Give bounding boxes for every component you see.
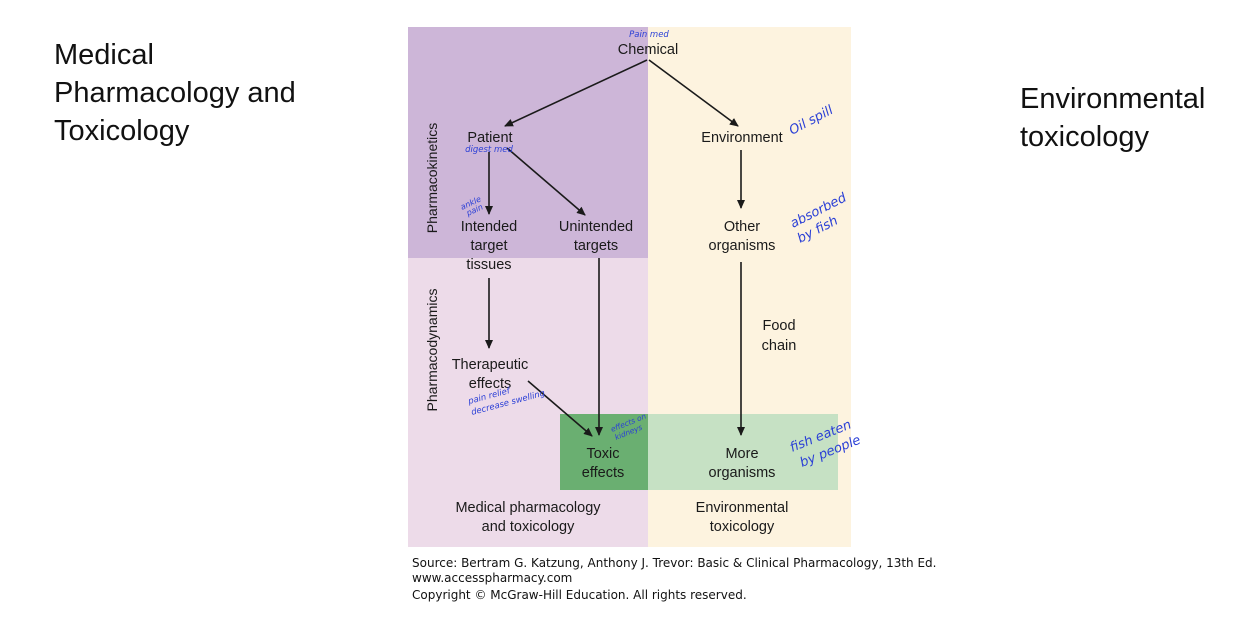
pharmacodynamics-region (408, 258, 648, 547)
right-title-line: Environmental (1020, 83, 1206, 115)
arrow-therapeutic-toxic (527, 380, 593, 437)
source-url: www.accesspharmacy.com (412, 571, 573, 585)
annotation-pain-med: Pain med (629, 30, 669, 40)
environmental-footer-label: Environmental (696, 500, 789, 516)
medical-footer-label: and toxicology (482, 519, 575, 535)
unintended-targets-node: Unintended (559, 219, 633, 235)
environment-node: Environment (701, 130, 782, 146)
intended-target-node: tissues (466, 257, 511, 273)
left-title: Medical Pharmacology and Toxicology (54, 36, 374, 150)
toxic-effects-node: effects (582, 465, 624, 481)
left-title-line: Toxicology (54, 115, 190, 147)
patient-node: Patient (467, 130, 512, 146)
intended-target-node: target (470, 238, 507, 254)
unintended-targets-node: targets (574, 238, 618, 254)
pharmacokinetics-label: Pharmacokinetics (424, 123, 440, 234)
food-chain-label: Food (762, 318, 795, 334)
toxic-effects-node: Toxic (586, 446, 619, 462)
medical-footer-label: Medical pharmacology (455, 500, 601, 516)
annotation-digest-med: digest med (465, 145, 513, 155)
source-copyright: Copyright © McGraw-Hill Education. All r… (412, 588, 747, 602)
source-citation: Source: Bertram G. Katzung, Anthony J. T… (412, 556, 937, 570)
right-title-line: toxicology (1020, 121, 1149, 153)
arrow-chemical-environment (648, 59, 739, 127)
other-organisms-node: organisms (709, 238, 776, 254)
more-organisms-node: organisms (709, 465, 776, 481)
therapeutic-effects-node: effects (469, 376, 511, 392)
toxic-effects-box (560, 414, 648, 490)
environmental-footer-label: toxicology (710, 519, 775, 535)
arrow-chemical-patient (504, 59, 648, 127)
left-title-line: Medical (54, 39, 154, 71)
therapeutic-effects-node: Therapeutic (452, 357, 529, 373)
pharmacokinetics-region (408, 27, 648, 258)
right-title: Environmental toxicology (1020, 80, 1245, 156)
pharmacodynamics-label: Pharmacodynamics (424, 289, 440, 412)
left-title-line: Pharmacology and (54, 77, 296, 109)
more-organisms-node: More (725, 446, 758, 462)
other-organisms-node: Other (724, 219, 760, 235)
chemical-node: Chemical (618, 42, 678, 58)
food-chain-label: chain (762, 338, 797, 354)
intended-target-node: Intended (461, 219, 517, 235)
arrow-patient-unintended (506, 147, 586, 216)
